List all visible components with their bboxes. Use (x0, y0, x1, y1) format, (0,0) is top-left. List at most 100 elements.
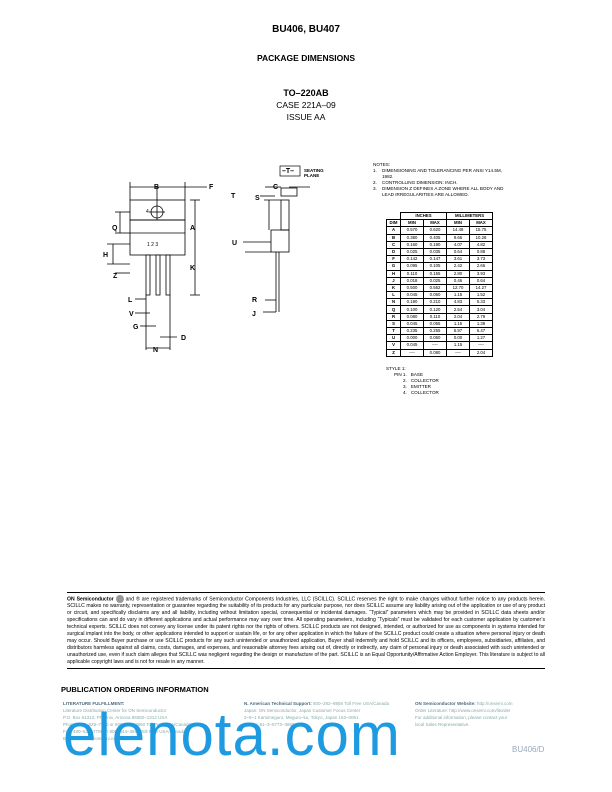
notes-heading: NOTES: (373, 162, 391, 167)
section-heading: PACKAGE DIMENSIONS (256, 53, 356, 63)
dim-value: 4.07 (446, 240, 470, 249)
dim-value: 0.120 (423, 305, 447, 314)
dim-value: 0.210 (423, 298, 447, 307)
dim-value: 0.88 (469, 247, 493, 257)
dim-value: 2.79 (469, 312, 493, 321)
dim-value: ---- (423, 341, 447, 350)
dim-value: 9.66 (446, 233, 470, 242)
dim-letter: Q (386, 305, 401, 314)
label-u: U (232, 240, 237, 247)
dim-letter: G (386, 262, 401, 271)
dim-letter: U (386, 334, 401, 343)
label-b: B (154, 184, 159, 191)
dim-letter: K (386, 283, 401, 293)
dim-value: 0.045 (400, 319, 424, 329)
dim-value: 2.80 (446, 269, 470, 278)
dim-value: 0.035 (423, 247, 447, 257)
style-pin: 4.COLLECTOR (403, 390, 439, 395)
dim-value: 15.75 (469, 226, 493, 235)
issue-label: ISSUE AA (286, 112, 326, 122)
dim-value: 14.27 (469, 283, 493, 293)
label-t: T (231, 193, 236, 200)
dim-value: 0.562 (423, 283, 447, 293)
body-outline (129, 219, 186, 256)
dim-value: 0.000 (400, 334, 424, 343)
dim-value: 0.060 (423, 291, 447, 300)
dim-value: 2.54 (446, 305, 470, 314)
dim-value: 6.47 (469, 326, 493, 336)
style-pin: 2.COLLECTOR (403, 378, 439, 383)
dim-value: 0.380 (400, 233, 424, 242)
dim-value: 5.97 (446, 326, 470, 336)
dim-value: 1.52 (469, 291, 493, 300)
pin-4-label: 4 (146, 209, 149, 215)
dim-letter: C (386, 240, 401, 249)
dim-value: 0.100 (400, 305, 424, 314)
dim-letter: B (386, 233, 401, 242)
label-d: D (181, 335, 186, 342)
dim-value: 3.61 (446, 255, 470, 264)
dim-letter: Z (386, 348, 401, 357)
dim-value: 0.00 (446, 334, 470, 343)
on-logo-icon (115, 595, 124, 603)
label-a: A (190, 225, 195, 232)
dim-value: 0.190 (400, 298, 424, 307)
dim-letter: N (386, 298, 401, 307)
dim-value: 0.500 (400, 283, 424, 293)
dim-value: 2.66 (469, 262, 493, 271)
legal-disclaimer: ON Semiconductor and ® are registered tr… (67, 592, 545, 670)
dim-value: 5.33 (469, 298, 493, 307)
dim-value: 0.405 (423, 233, 447, 242)
dim-value: 0.105 (423, 262, 447, 271)
note-item: 2.CONTROLLING DIMENSION: INCH. (373, 180, 458, 185)
dim-value: 3.04 (469, 305, 493, 314)
table-row: Z----0.080----2.04 (386, 348, 493, 357)
header-millimeters: MILLIMETERS (446, 211, 493, 221)
dim-letter: A (386, 226, 401, 235)
dim-value: 4.82 (469, 240, 493, 249)
dimension-table: INCHES MILLIMETERS DIM MIN MAX MIN MAX A… (386, 211, 493, 357)
watermark: elenota.com (63, 701, 401, 768)
label-z: Z (113, 273, 118, 280)
dim-value: 0.025 (423, 276, 447, 285)
label-r: R (252, 297, 257, 304)
dim-letter: S (386, 319, 401, 329)
dim-letter: R (386, 312, 401, 321)
dim-value: 0.620 (423, 226, 447, 235)
dim-value: 2.04 (446, 312, 470, 321)
dim-letter: V (386, 341, 401, 350)
style-pin: 3.EMITTER (403, 384, 432, 389)
dim-letter: T (386, 326, 401, 336)
header-dim: DIM (386, 219, 401, 228)
seating-plane-label-1: SEATING (304, 168, 324, 173)
package-drawing: –T– SEATING PLANE B F C T S Q A U H K Z … (103, 165, 324, 354)
label-k: K (190, 265, 195, 272)
dim-letter: J (386, 276, 401, 285)
package-name: TO–220AB (283, 88, 329, 98)
dim-letter: F (386, 255, 401, 264)
label-n: N (153, 347, 158, 354)
label-l: L (128, 297, 133, 304)
dim-value: ---- (469, 341, 493, 350)
dim-value: 0.160 (400, 240, 424, 249)
dim-value: 0.147 (423, 255, 447, 264)
dim-value: 0.64 (469, 276, 493, 285)
dim-value: 1.15 (446, 341, 470, 350)
dim-letter: H (386, 269, 401, 278)
dim-value: 2.42 (446, 262, 470, 271)
dim-value: 1.15 (446, 319, 470, 329)
brand-name: ON Semiconductor (67, 596, 114, 603)
label-q: Q (112, 225, 118, 232)
